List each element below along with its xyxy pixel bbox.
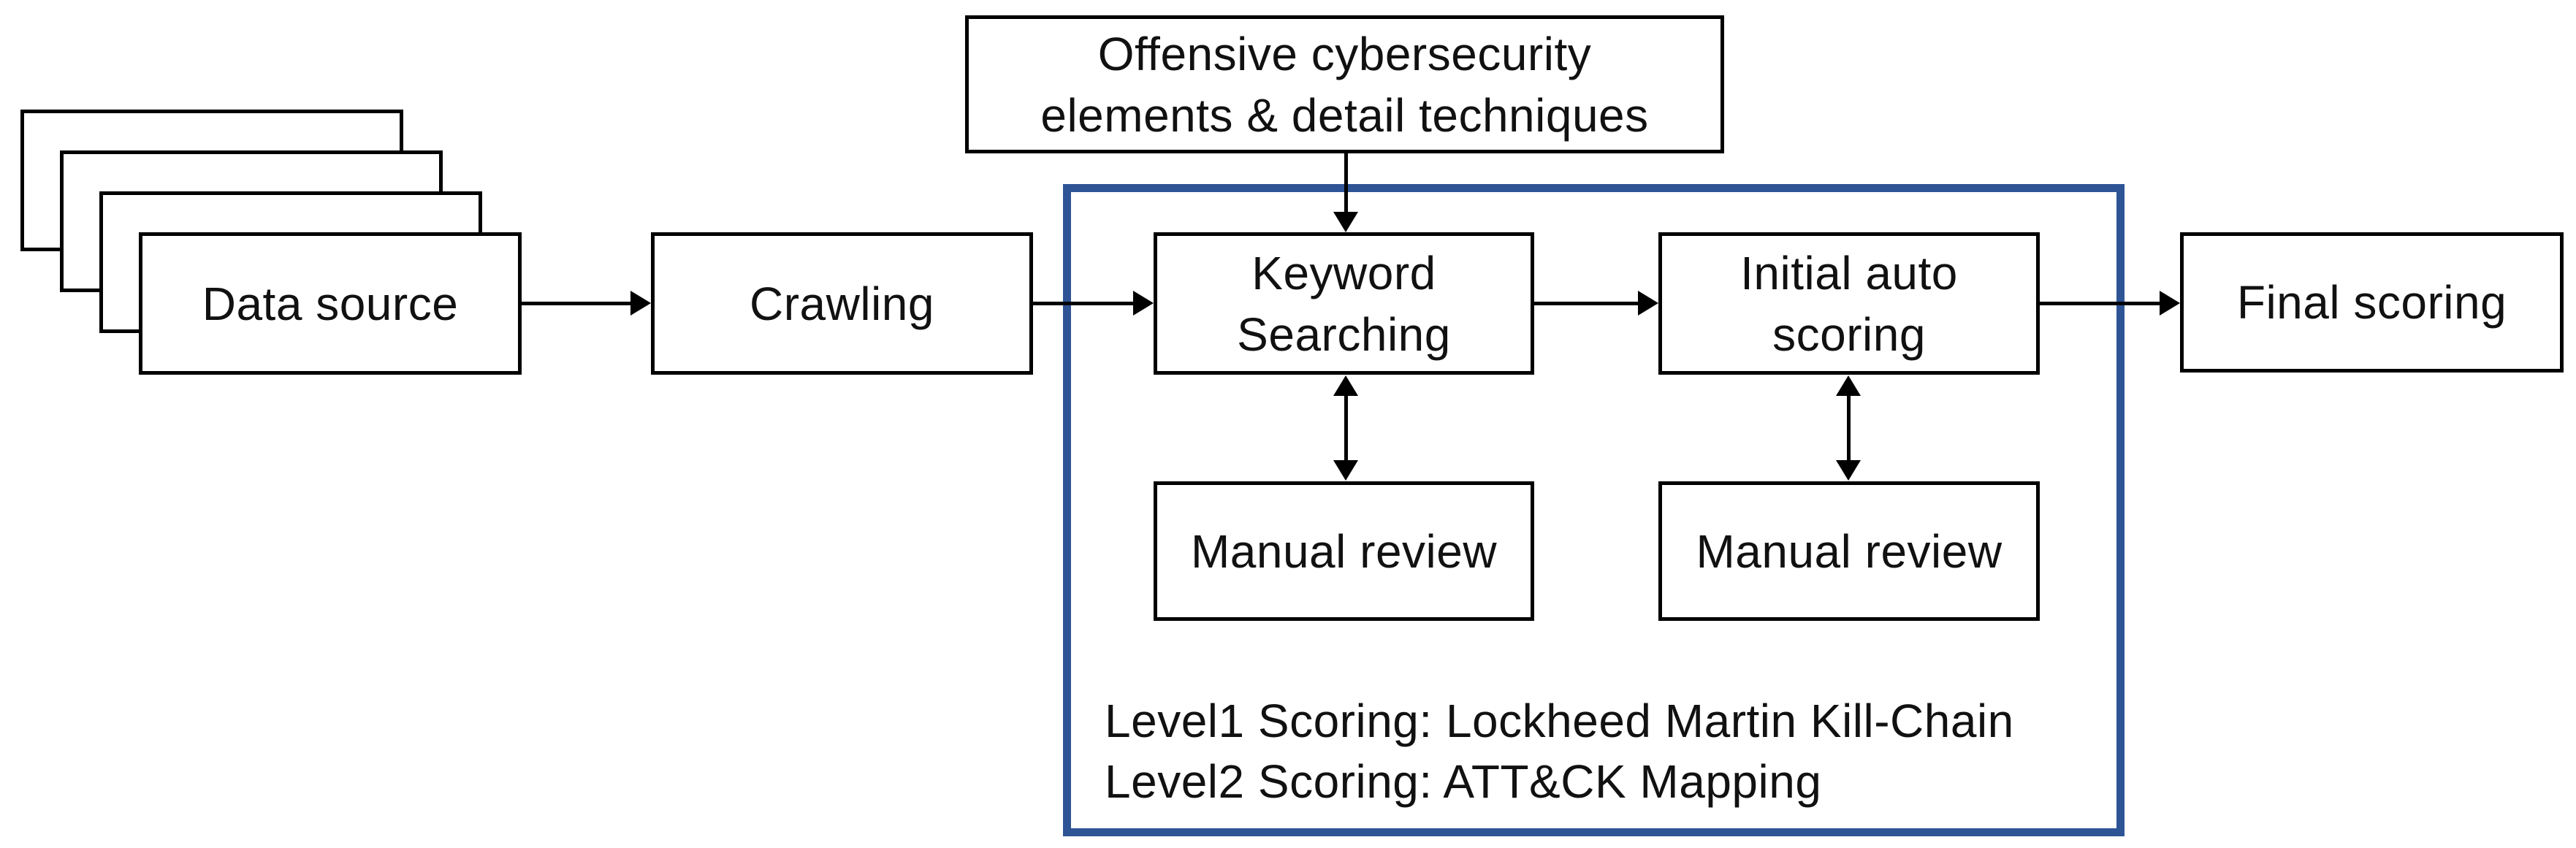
offensive-elements-node: Offensive cybersecurity elements & detai… [965, 15, 1724, 153]
arrow-keyword-to-initial-head-icon [1638, 291, 1658, 316]
crawling-node: Crawling [651, 232, 1033, 375]
arrow-initial-manual-up-head-icon [1836, 375, 1861, 396]
scoring-note-level2: Level2 Scoring: ATT&CK Mapping [1105, 755, 1822, 808]
manual-review-left-label: Manual review [1190, 524, 1498, 578]
crawling-label: Crawling [750, 277, 934, 330]
scoring-container-frame [1063, 184, 2125, 836]
data-source-label: Data source [202, 277, 459, 330]
arrow-offensive-to-keyword-head-icon [1333, 212, 1358, 232]
arrow-initial-manual-line [1847, 393, 1851, 463]
scoring-notes: Level1 Scoring: Lockheed Martin Kill-Cha… [1105, 691, 2014, 812]
arrow-keyword-manual-down-head-icon [1333, 460, 1358, 481]
initial-auto-scoring-node: Initial auto scoring [1658, 232, 2040, 375]
final-scoring-node: Final scoring [2180, 232, 2564, 373]
arrow-keyword-to-initial-line [1534, 302, 1640, 305]
arrow-data-source-to-crawling-head-icon [630, 291, 651, 316]
manual-review-left-node: Manual review [1154, 481, 1534, 621]
arrow-initial-to-final-head-icon [2160, 291, 2180, 316]
manual-review-right-node: Manual review [1658, 481, 2040, 621]
scoring-note-level1: Level1 Scoring: Lockheed Martin Kill-Cha… [1105, 695, 2014, 747]
manual-review-right-label: Manual review [1696, 524, 2003, 578]
arrow-initial-manual-down-head-icon [1836, 460, 1861, 481]
keyword-searching-label-line2: Searching [1237, 308, 1451, 361]
keyword-searching-node: Keyword Searching [1154, 232, 1534, 375]
arrow-data-source-to-crawling-line [522, 302, 633, 305]
initial-auto-scoring-label-line2: scoring [1772, 308, 1926, 361]
data-source-node: Data source [139, 232, 522, 375]
arrow-crawling-to-keyword-line [1033, 302, 1135, 305]
keyword-searching-label-line1: Keyword [1251, 246, 1436, 299]
final-scoring-label: Final scoring [2236, 276, 2507, 329]
offensive-elements-label-line1: Offensive cybersecurity [1097, 27, 1592, 80]
arrow-crawling-to-keyword-head-icon [1133, 291, 1154, 316]
arrow-offensive-to-keyword-line [1344, 153, 1348, 214]
arrow-initial-to-final-line [2040, 302, 2162, 305]
initial-auto-scoring-label-line1: Initial auto [1740, 246, 1958, 299]
arrow-keyword-manual-up-head-icon [1333, 375, 1358, 396]
arrow-keyword-manual-line [1344, 393, 1348, 463]
offensive-elements-label-line2: elements & detail techniques [1040, 88, 1649, 142]
